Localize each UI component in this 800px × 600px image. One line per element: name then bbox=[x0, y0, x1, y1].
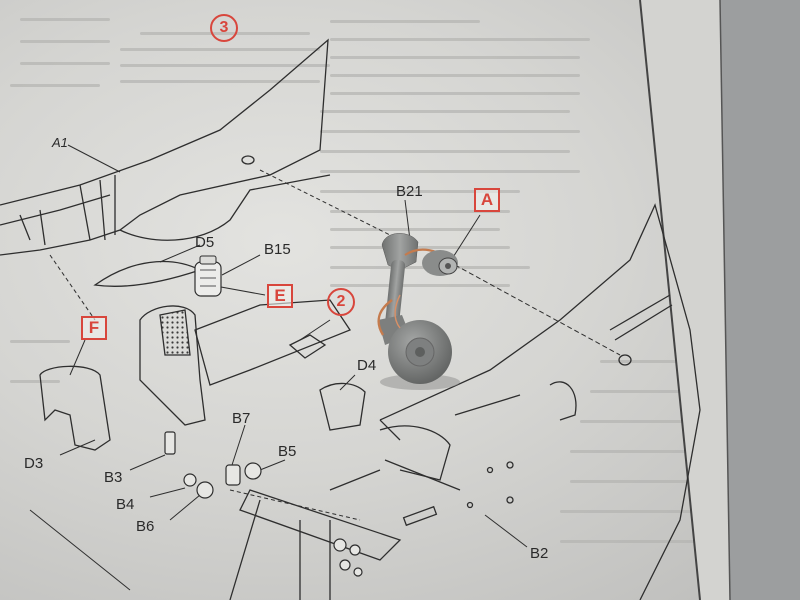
label-d5: D5 bbox=[195, 234, 215, 251]
page-edge-line bbox=[639, 0, 701, 600]
label-b15: B15 bbox=[264, 241, 291, 258]
marker-e: E bbox=[267, 284, 293, 308]
landing-gear-model bbox=[194, 233, 460, 390]
label-d3: D3 bbox=[24, 455, 44, 472]
step-number-2: 2 bbox=[327, 288, 355, 316]
page-edge-line-2 bbox=[719, 0, 731, 600]
leader-lines bbox=[29, 144, 621, 591]
part-d4 bbox=[319, 382, 366, 431]
label-b3: B3 bbox=[104, 469, 123, 486]
rail-part bbox=[239, 489, 402, 561]
step-number-3: 3 bbox=[210, 14, 238, 42]
label-d4: D4 bbox=[357, 357, 377, 374]
part-b3 bbox=[164, 431, 176, 455]
part-d3 bbox=[39, 365, 111, 451]
cockpit-floor bbox=[194, 299, 351, 386]
underlying-page-edge bbox=[720, 0, 800, 600]
seat bbox=[139, 305, 206, 426]
label-b21: B21 bbox=[396, 183, 423, 200]
cockpit-parts bbox=[39, 299, 461, 600]
page-edge bbox=[640, 0, 730, 600]
marker-a: A bbox=[474, 188, 500, 212]
label-b6: B6 bbox=[136, 518, 155, 535]
small-parts bbox=[164, 431, 363, 577]
part-b21-model bbox=[422, 250, 458, 276]
wing-outline bbox=[379, 203, 701, 600]
part-b6 bbox=[196, 481, 214, 499]
label-b5: B5 bbox=[278, 443, 297, 460]
label-a1: A1 bbox=[52, 135, 68, 150]
marker-f: F bbox=[81, 316, 107, 340]
label-b2: B2 bbox=[530, 545, 549, 562]
wing-slot bbox=[609, 294, 673, 341]
part-b5 bbox=[244, 462, 262, 480]
label-b4: B4 bbox=[116, 496, 135, 513]
part-b4 bbox=[183, 473, 197, 487]
part-b15-model bbox=[194, 255, 222, 297]
fuselage-hole bbox=[241, 155, 255, 165]
part-b7 bbox=[225, 464, 241, 486]
label-b7: B7 bbox=[232, 410, 251, 427]
part-d5 bbox=[93, 260, 202, 287]
